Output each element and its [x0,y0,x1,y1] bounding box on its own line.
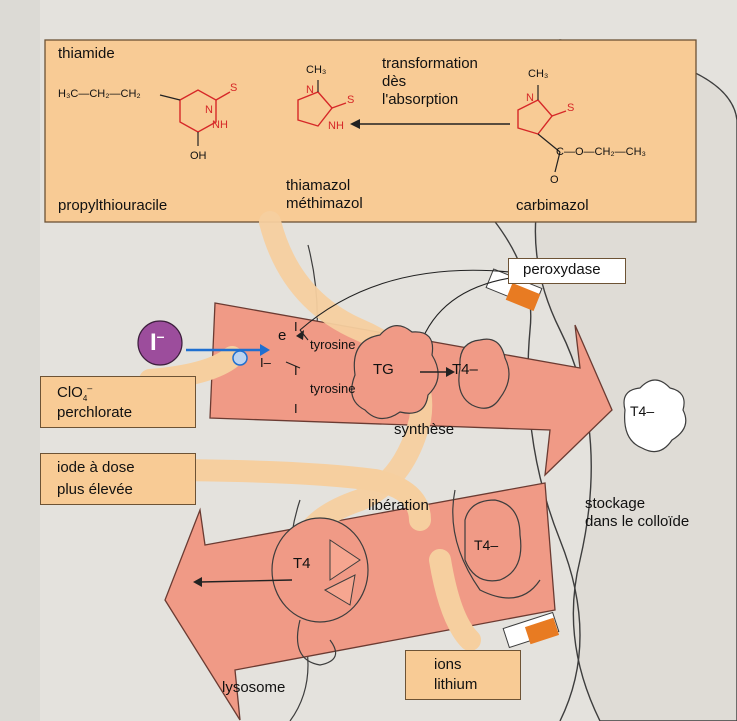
methimazol-label: méthimazol [286,196,363,213]
propyl-formula: H₃C—CH₂—CH₂ [58,88,141,100]
iodide-symbol: I– [150,329,164,357]
carbimazol-label: carbimazol [516,198,589,215]
propylthiouracile-label: propylthiouracile [58,198,167,215]
methimazol-s: S [347,94,354,106]
lysosome-label: lysosome [222,680,285,697]
thiamazol-label: thiamazol [286,178,350,195]
ptu-ring-n: N [205,104,213,116]
carbimazol-s: S [567,102,574,114]
iodine-label-3: I [294,402,298,417]
carbimazol-ch3: CH₃ [528,68,548,80]
perchlorate-box: ClO4– perchlorate [40,376,196,428]
carbimazol-ester-chain: C—O—CH₂—CH₃ [556,146,646,158]
clo4-formula: ClO4– [57,383,92,404]
ptu-oh: OH [190,150,207,162]
transformation-line3: l'absorption [382,92,458,109]
tg-label: TG [373,362,394,379]
t4-synthesis-label: T4– [452,362,478,379]
lithium-line1: ions [434,657,462,674]
electron-label: e [278,328,286,345]
peroxydase-label: peroxydase [523,262,601,279]
iodine-dose-box: iode à dose plus élevée [40,453,196,505]
thiamide-label: thiamide [58,46,115,63]
iodide-transporter [233,351,247,365]
peroxydase-box: peroxydase [508,258,626,284]
perchlorate-label: perchlorate [57,405,132,422]
methimazol-nh: NH [328,120,344,132]
drug-box [45,40,696,222]
stockage-line1: stockage [585,496,645,513]
liberation-label: libération [368,498,429,515]
iodine-dose-line2: plus élevée [57,482,133,499]
t4-release-label: T4 [293,556,311,573]
lithium-box: ions lithium [405,650,521,700]
t4-colloid-label: T4– [630,404,654,420]
phagolysosome [272,518,368,622]
carbimazol-o: O [550,174,559,186]
left-tissue-shade [0,0,40,721]
iodine-dose-line1: iode à dose [57,460,135,477]
methimazol-n: N [306,84,314,96]
iodide-inside-label: I– [260,356,271,371]
methimazol-ch3: CH₃ [306,64,326,76]
tyrosine-label-1: tyrosine [310,338,356,353]
t4-vesicle-label: T4– [474,538,498,554]
transformation-line1: transformation [382,56,478,73]
stockage-line2: dans le colloïde [585,514,689,531]
iodine-label-1: I [294,320,298,335]
tyrosine-label-2: tyrosine [310,382,356,397]
carbimazol-n: N [526,92,534,104]
transformation-line2: dès [382,74,406,91]
iodine-label-2: I [294,364,298,379]
ptu-ring-nh: NH [212,119,228,131]
ptu-thione-s: S [230,82,237,94]
synthese-label: synthèse [394,422,454,439]
lithium-line2: lithium [434,677,477,694]
